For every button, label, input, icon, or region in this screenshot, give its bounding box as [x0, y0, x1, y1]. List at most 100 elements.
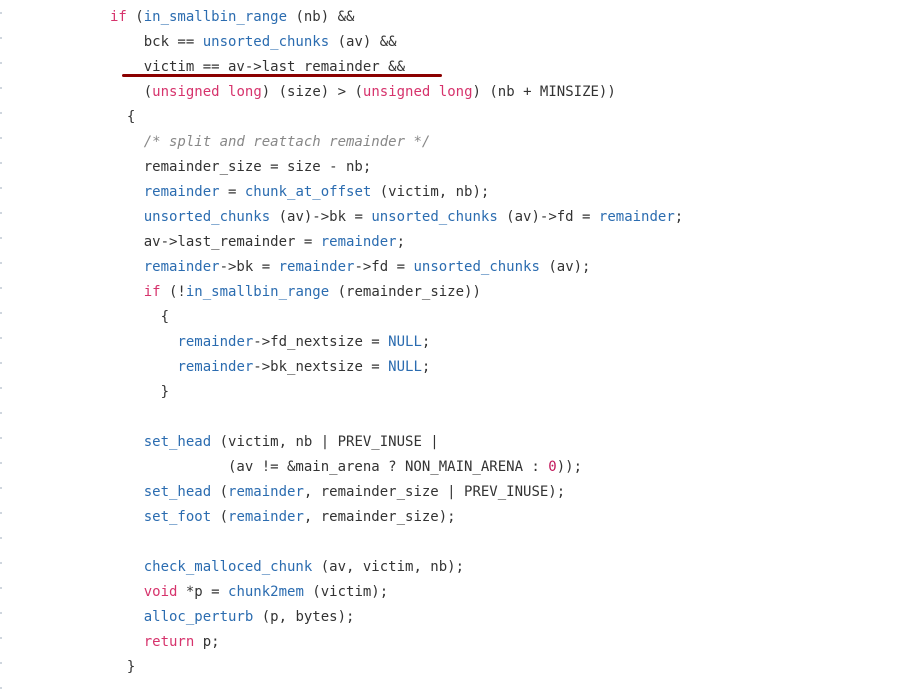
code-token: set_head	[143, 484, 212, 500]
code-token	[220, 84, 228, 100]
code-token	[110, 484, 144, 500]
gutter-tick	[0, 187, 2, 189]
code-token: remainder	[177, 359, 254, 375]
gutter-tick	[0, 387, 2, 389]
code-token: av->last_remainder =	[110, 234, 321, 250]
code-token: chunk_at_offset	[244, 184, 372, 200]
code-token: 0	[548, 459, 557, 475]
gutter-tick	[0, 312, 2, 314]
code-line: remainder->fd_nextsize = NULL;	[110, 330, 430, 355]
code-token: (	[211, 484, 229, 500]
code-token: alloc_perturb	[143, 609, 254, 625]
code-token: , remainder_size);	[303, 509, 456, 525]
code-token: }	[110, 659, 136, 675]
code-token: (remainder_size))	[329, 284, 481, 300]
code-token: {	[110, 309, 170, 325]
code-token: unsigned	[362, 84, 431, 100]
code-token: ->bk =	[219, 259, 279, 275]
code-line: {	[110, 105, 135, 130]
gutter-tick	[0, 62, 2, 64]
code-token	[430, 84, 438, 100]
code-token: }	[110, 384, 170, 400]
code-token: =	[219, 184, 245, 200]
code-token: remainder	[228, 484, 304, 500]
code-token: remainder	[320, 234, 397, 250]
code-token: unsigned	[152, 84, 220, 100]
code-line: {	[110, 305, 169, 330]
code-token: long	[438, 84, 473, 100]
code-line: set_head (remainder, remainder_size | PR…	[110, 480, 565, 505]
gutter-tick	[0, 562, 2, 564]
code-line: set_foot (remainder, remainder_size);	[110, 505, 456, 530]
code-line: }	[110, 655, 135, 680]
code-token: NULL	[388, 334, 422, 350]
code-line: alloc_perturb (p, bytes);	[110, 605, 355, 630]
gutter-tick	[0, 212, 2, 214]
code-token	[110, 259, 144, 275]
code-line: remainder_size = size - nb;	[110, 155, 372, 180]
gutter-tick	[0, 12, 2, 14]
code-token	[110, 359, 177, 375]
code-token: set_foot	[143, 509, 212, 525]
gutter-tick	[0, 37, 2, 39]
gutter-tick	[0, 487, 2, 489]
code-token: remainder	[278, 259, 355, 275]
code-token: (	[126, 9, 144, 25]
code-token: /* split and reattach remainder */	[143, 134, 431, 150]
code-token: ->bk_nextsize =	[253, 359, 389, 375]
gutter-tick	[0, 587, 2, 589]
code-line: check_malloced_chunk (av, victim, nb);	[110, 555, 464, 580]
code-token: (av, victim, nb);	[312, 559, 465, 575]
code-token: unsorted_chunks	[143, 209, 271, 225]
code-token: ->fd_nextsize =	[253, 334, 389, 350]
code-token: void	[143, 584, 178, 600]
code-line: remainder->bk_nextsize = NULL;	[110, 355, 430, 380]
code-token: (av);	[539, 259, 591, 275]
code-token	[110, 609, 144, 625]
code-token	[110, 434, 144, 450]
code-token: unsorted_chunks	[413, 259, 540, 275]
code-token: (	[211, 509, 229, 525]
gutter-tick	[0, 87, 2, 89]
code-token: (av)->bk =	[270, 209, 372, 225]
gutter-tick	[0, 112, 2, 114]
code-token	[110, 284, 144, 300]
code-token: NULL	[388, 359, 422, 375]
code-token: (!	[160, 284, 186, 300]
code-line: remainder->bk = remainder->fd = unsorted…	[110, 255, 591, 280]
code-token: (victim, nb | PREV_INUSE |	[211, 434, 439, 450]
red-underline-annotation	[122, 74, 442, 77]
gutter-tick	[0, 337, 2, 339]
gutter-tick	[0, 637, 2, 639]
gutter-tick	[0, 537, 2, 539]
code-token: (av != &main_arena ? NON_MAIN_ARENA :	[110, 459, 549, 475]
gutter-tick	[0, 437, 2, 439]
code-token: victim == av->last_remainder &&	[110, 59, 406, 75]
code-token: ;	[421, 334, 431, 350]
code-token: unsorted_chunks	[371, 209, 498, 225]
gutter-tick	[0, 362, 2, 364]
code-token: (av) &&	[329, 34, 397, 50]
code-token: {	[110, 109, 136, 125]
code-token: (victim, nb);	[371, 184, 490, 200]
code-token: ->fd =	[354, 259, 414, 275]
code-token: chunk2mem	[228, 584, 304, 600]
gutter-tick	[0, 237, 2, 239]
code-token: (victim);	[303, 584, 389, 600]
gutter-tick	[0, 137, 2, 139]
code-token: set_head	[143, 434, 212, 450]
gutter-tick	[0, 662, 2, 664]
code-token: (av)->fd =	[497, 209, 599, 225]
code-line: (unsigned long) (size) > (unsigned long)…	[110, 80, 616, 105]
gutter-tick	[0, 287, 2, 289]
code-token: remainder_size = size - nb;	[110, 159, 372, 175]
code-token: in_smallbin_range	[143, 9, 288, 25]
gutter-tick	[0, 412, 2, 414]
code-token: (p, bytes);	[253, 609, 355, 625]
code-token	[110, 634, 144, 650]
gutter-tick	[0, 512, 2, 514]
code-token: return	[143, 634, 195, 650]
code-token: remainder	[143, 259, 220, 275]
code-token: unsorted_chunks	[202, 34, 330, 50]
code-token: ) (nb + MINSIZE))	[472, 84, 616, 100]
